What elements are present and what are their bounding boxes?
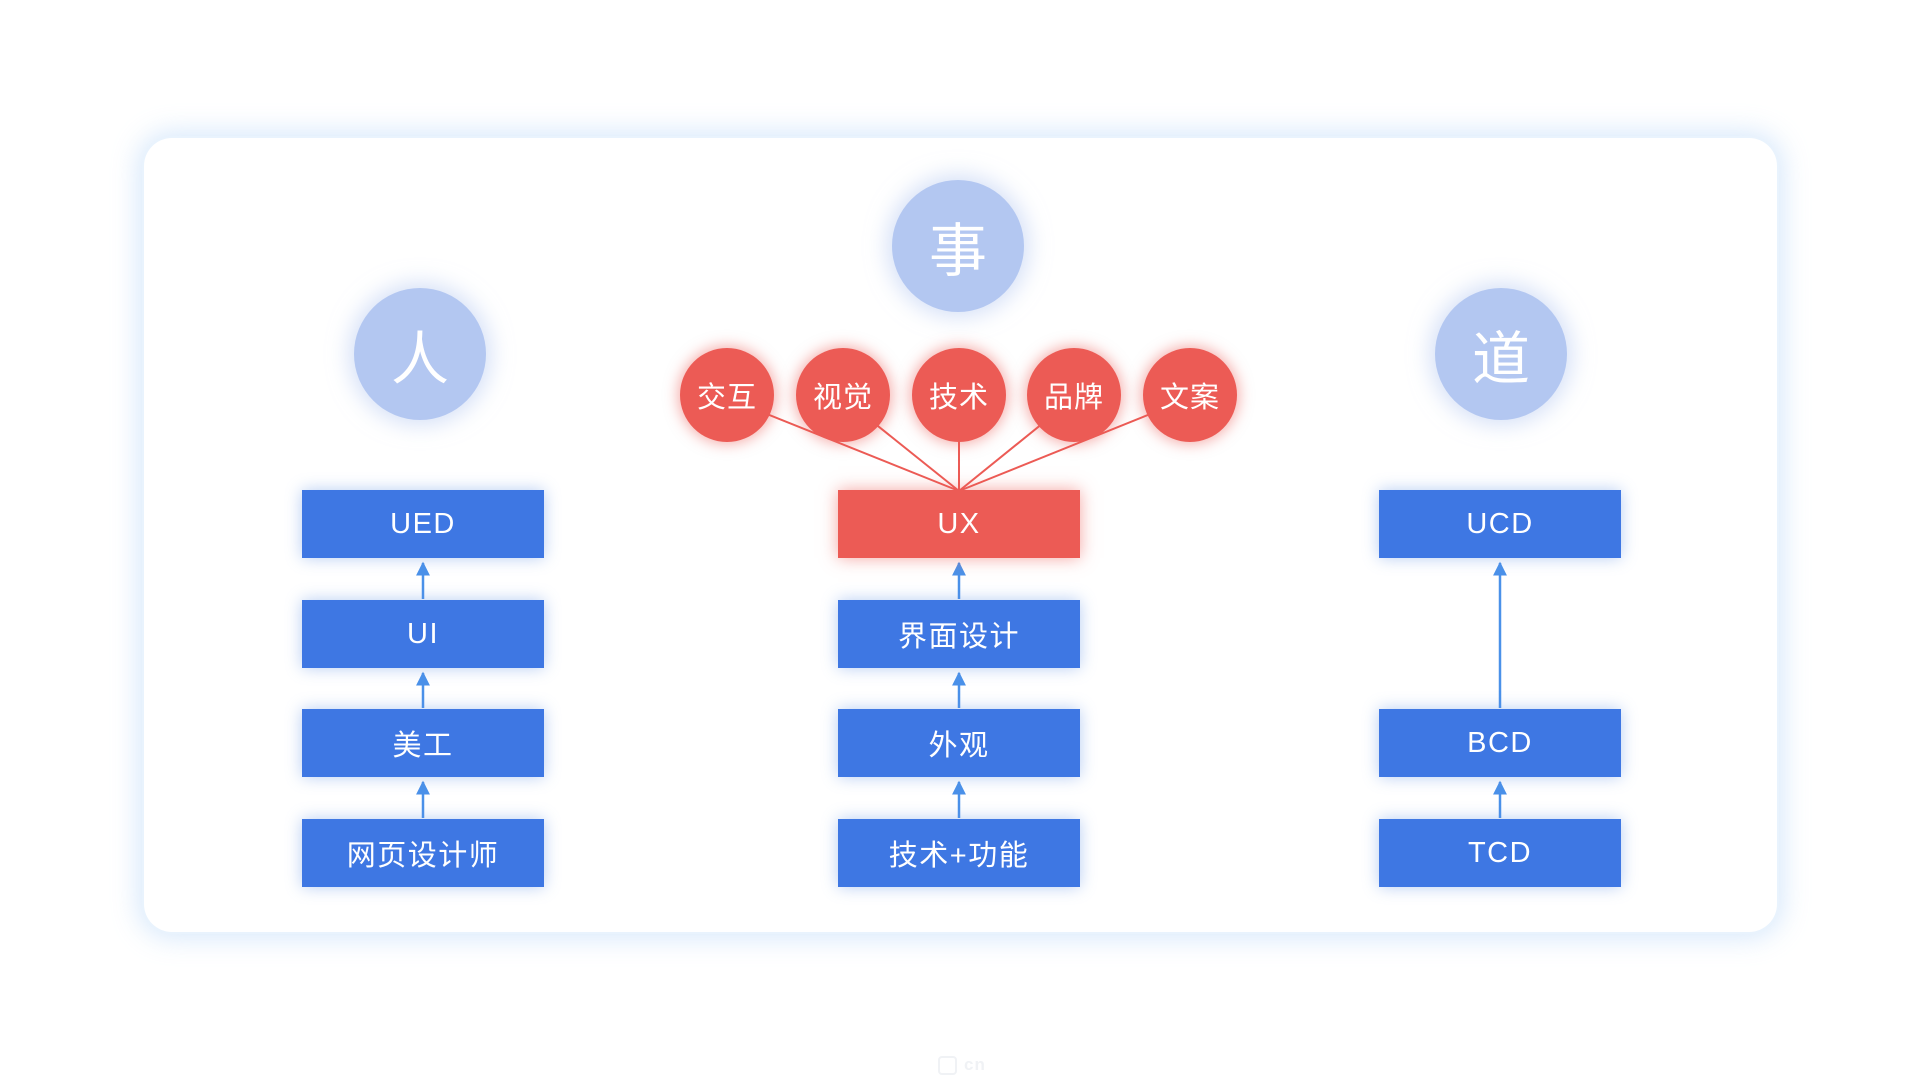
node-ued-label: UED [390,507,456,540]
node-tech-function-label: 技术+功能 [888,840,1030,872]
node-ued: UED [302,490,544,558]
bubble-copywriting: 文案 [1143,348,1237,442]
node-artist-label: 美工 [392,730,454,762]
watermark-text: cn [964,1055,986,1074]
node-artist: 美工 [302,709,544,777]
bubble-visual: 视觉 [796,348,890,442]
watermark: cn [938,1054,986,1076]
node-interface-design-label: 界面设计 [897,621,1020,653]
node-ux-label: UX [937,507,981,540]
node-ui: UI [302,600,544,668]
bubble-brand-label: 品牌 [1043,382,1104,414]
bubble-technology-label: 技术 [928,382,989,414]
node-interface-design: 界面设计 [838,600,1080,668]
node-appearance-label: 外观 [928,730,990,762]
watermark-logo-icon [938,1055,957,1075]
dao-circle-label: 道 [1471,327,1530,392]
bubble-technology: 技术 [912,348,1006,442]
node-tcd-label: TCD [1467,836,1533,869]
node-bcd-label: BCD [1467,726,1533,759]
node-tech-function: 技术+功能 [838,819,1080,887]
matter-circle: 事 [892,180,1024,312]
node-tcd: TCD [1379,819,1621,887]
bubble-interaction: 交互 [680,348,774,442]
bubble-brand: 品牌 [1027,348,1121,442]
matter-circle-label: 事 [928,219,987,284]
node-web-designer: 网页设计师 [302,819,544,887]
person-circle-label: 人 [390,327,449,392]
node-ucd-label: UCD [1466,507,1534,540]
node-ui-label: UI [407,617,439,650]
person-circle: 人 [354,288,486,420]
node-ux: UX [838,490,1080,558]
node-bcd: BCD [1379,709,1621,777]
node-ucd: UCD [1379,490,1621,558]
bubble-visual-label: 视觉 [812,382,873,414]
bubble-interaction-label: 交互 [696,382,757,414]
dao-circle: 道 [1435,288,1567,420]
node-web-designer-label: 网页设计师 [346,840,500,872]
bubble-copywriting-label: 文案 [1159,382,1220,414]
node-appearance: 外观 [838,709,1080,777]
